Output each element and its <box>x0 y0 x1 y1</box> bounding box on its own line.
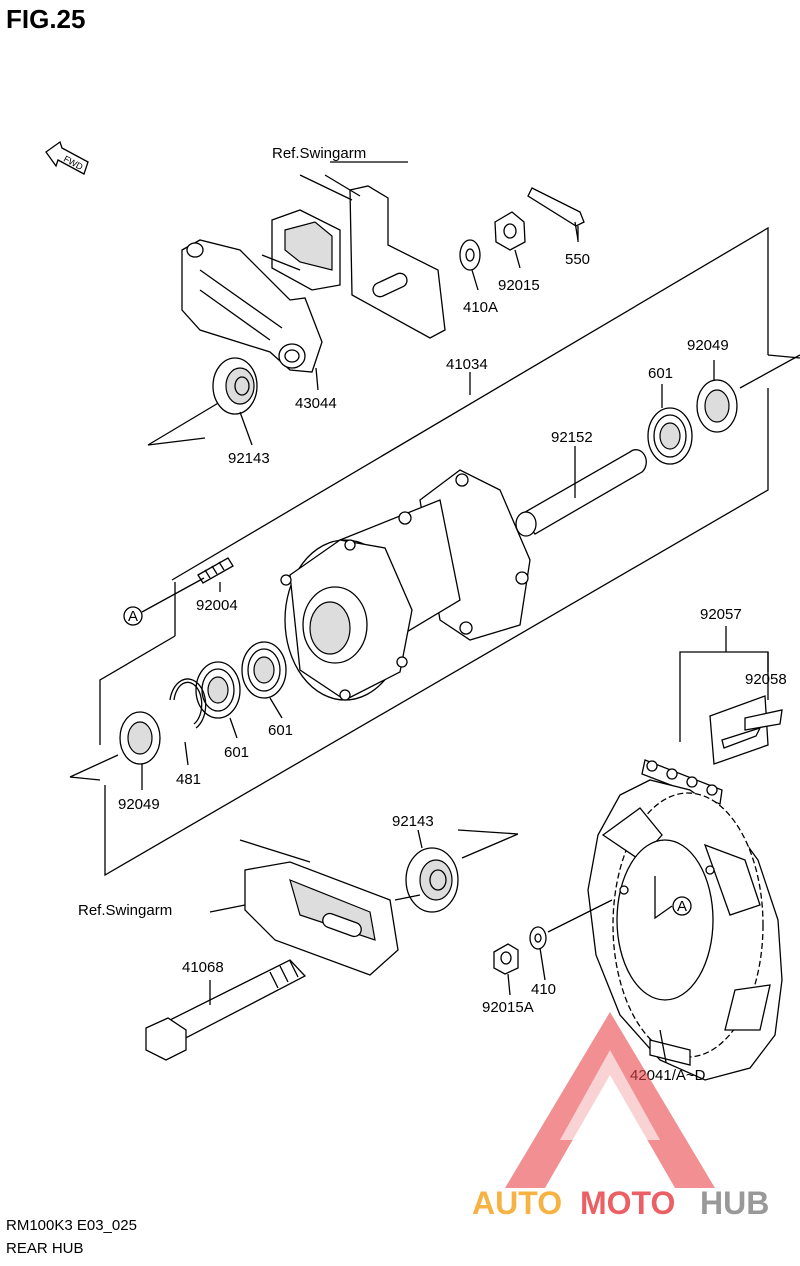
chain-adjuster-43044 <box>181 239 323 373</box>
rear-hub-41034 <box>280 469 531 701</box>
label-92004: 92004 <box>196 597 238 614</box>
collar-92143-bottom <box>405 847 459 913</box>
logo-text-moto: MOTO <box>580 1185 675 1221</box>
label-481: 481 <box>176 771 201 788</box>
cotter-pin-550 <box>527 187 585 241</box>
sprocket-42041 <box>587 779 783 1081</box>
swingarm-upper-ref <box>261 174 446 339</box>
label-92057: 92057 <box>700 606 742 623</box>
assembly-frame-lines <box>69 226 800 877</box>
label-41068: 41068 <box>182 959 224 976</box>
label-92152: 92152 <box>551 429 593 446</box>
figure-name: REAR HUB <box>6 1240 84 1257</box>
label-601-low: 601 <box>224 744 249 761</box>
circlip-481 <box>169 678 207 729</box>
bearing-601-top <box>647 407 693 465</box>
collar-92143-top <box>212 357 258 415</box>
bearing-601-low <box>195 661 241 719</box>
label-ref-a-left: A <box>128 608 138 625</box>
label-43044: 43044 <box>295 395 337 412</box>
swingarm-lower-ref <box>209 839 421 976</box>
logo-text-hub: HUB <box>700 1185 769 1221</box>
axle-41068 <box>145 959 307 1061</box>
figure-code: RM100K3 E03_025 <box>6 1217 137 1234</box>
label-ref-swingarm-bottom: Ref.Swingarm <box>78 902 172 919</box>
figure-title: FIG.25 <box>6 4 86 34</box>
seal-92049-bottom <box>119 711 161 765</box>
ref-a-left-marker <box>123 577 205 626</box>
fwd-arrow-icon: FWD <box>45 140 89 175</box>
automotohub-logo: AUTO MOTO HUB <box>472 1012 769 1221</box>
label-92015A: 92015A <box>482 999 534 1016</box>
label-41034: 41034 <box>446 356 488 373</box>
label-92015: 92015 <box>498 277 540 294</box>
label-601-top: 601 <box>648 365 673 382</box>
label-410A: 410A <box>463 299 498 316</box>
label-410: 410 <box>531 981 556 998</box>
nut-92015A <box>493 943 519 975</box>
stud-92004 <box>197 557 234 584</box>
label-92143-top: 92143 <box>228 450 270 467</box>
label-601-mid: 601 <box>268 722 293 739</box>
label-ref-a-sprocket: A <box>677 898 687 915</box>
label-92143-bottom: 92143 <box>392 813 434 830</box>
chain-joint-92058 <box>709 695 783 765</box>
label-550: 550 <box>565 251 590 268</box>
logo-text-auto: AUTO <box>472 1185 562 1221</box>
washer-410 <box>529 926 547 950</box>
label-92058: 92058 <box>745 671 787 688</box>
seal-92049-top <box>696 379 738 433</box>
nut-92015 <box>494 211 526 251</box>
leader-lines <box>141 161 769 1063</box>
spacer-92152 <box>515 449 647 537</box>
drive-chain-92057 <box>641 759 723 805</box>
label-ref-swingarm-top: Ref.Swingarm <box>272 145 366 162</box>
label-92049-top: 92049 <box>687 337 729 354</box>
washer-410A <box>459 239 481 271</box>
label-92049-bottom: 92049 <box>118 796 160 813</box>
bearing-601-mid <box>241 641 287 699</box>
